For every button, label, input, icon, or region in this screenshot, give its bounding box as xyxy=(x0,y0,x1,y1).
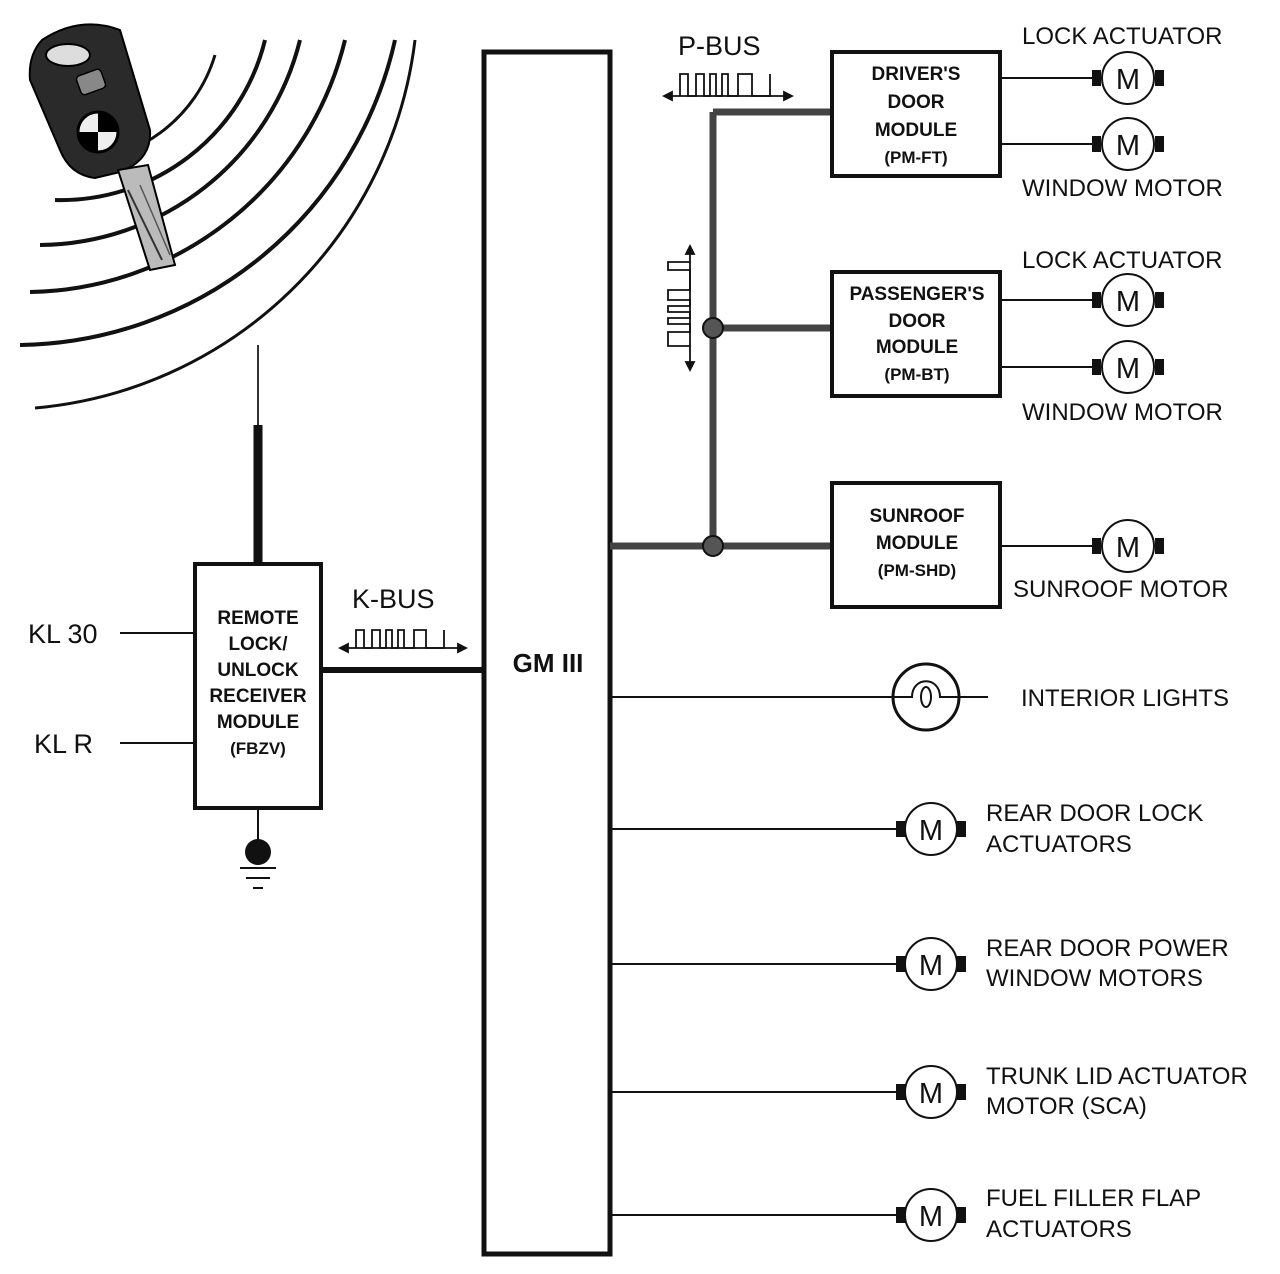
receiver-label-4: RECEIVER xyxy=(209,686,306,707)
trunk-lid-label-2: MOTOR (SCA) xyxy=(986,1093,1147,1120)
p-bus-vertical-signal-icon xyxy=(667,243,696,373)
motor-icon: M xyxy=(896,1065,966,1119)
svg-text:M: M xyxy=(1116,286,1140,318)
driver-door-module-box xyxy=(830,50,1002,178)
svg-text:M: M xyxy=(919,950,943,982)
sunroof-label-3: (PM-SHD) xyxy=(878,561,956,580)
rear-door-lock-label-2: ACTUATORS xyxy=(986,831,1132,858)
svg-text:M: M xyxy=(1116,353,1140,385)
svg-text:M: M xyxy=(1116,532,1140,564)
passenger-window-label: WINDOW MOTOR xyxy=(1022,399,1223,426)
motor-icon: M xyxy=(1092,51,1164,105)
p-bus-junction xyxy=(702,317,724,339)
svg-text:M: M xyxy=(919,1078,943,1110)
sunroof-label-1: SUNROOF xyxy=(870,506,965,527)
svg-text:M: M xyxy=(919,1201,943,1233)
sunroof-motor-label: SUNROOF MOTOR xyxy=(1013,576,1229,603)
gm-label: GM III xyxy=(513,648,584,678)
rear-door-window-label-2: WINDOW MOTORS xyxy=(986,965,1203,992)
receiver-label-2: LOCK/ xyxy=(228,634,288,655)
sunroof-label-2: MODULE xyxy=(876,533,958,554)
driver-label-1: DRIVER'S xyxy=(872,64,961,85)
passenger-lock-label: LOCK ACTUATOR xyxy=(1022,247,1222,274)
fuel-flap-label-1: FUEL FILLER FLAP xyxy=(986,1185,1201,1212)
svg-text:M: M xyxy=(1116,130,1140,162)
rear-door-lock-label-1: REAR DOOR LOCK xyxy=(986,800,1203,827)
driver-lock-label: LOCK ACTUATOR xyxy=(1022,23,1222,50)
p-bus-signal-icon xyxy=(661,73,795,102)
k-bus-signal-icon xyxy=(337,629,469,654)
receiver-label-6: (FBZV) xyxy=(230,739,286,758)
passenger-label-1: PASSENGER'S xyxy=(849,284,984,305)
passenger-door-module-box xyxy=(830,270,1002,398)
passenger-label-3: MODULE xyxy=(876,337,958,358)
driver-window-label: WINDOW MOTOR xyxy=(1022,175,1223,202)
p-bus-label: P-BUS xyxy=(678,31,761,61)
rear-door-window-label-1: REAR DOOR POWER xyxy=(986,935,1229,962)
motor-icon: M xyxy=(896,1188,966,1242)
svg-text:M: M xyxy=(1116,64,1140,96)
passenger-label-4: (PM-BT) xyxy=(884,365,949,384)
driver-label-3: MODULE xyxy=(875,120,957,141)
key-fob-icon xyxy=(28,23,177,272)
trunk-lid-label-1: TRUNK LID ACTUATOR xyxy=(986,1063,1248,1090)
motor-icon: M xyxy=(896,937,966,991)
interior-lights-label: INTERIOR LIGHTS xyxy=(1021,685,1229,712)
receiver-label-3: UNLOCK xyxy=(217,660,299,681)
p-bus-junction xyxy=(702,535,724,557)
motor-icon: M xyxy=(1092,340,1164,394)
svg-text:M: M xyxy=(919,815,943,847)
ground-icon xyxy=(240,808,276,889)
lamp-icon xyxy=(891,662,961,732)
driver-label-4: (PM-FT) xyxy=(884,148,947,167)
motor-icon: M xyxy=(896,802,966,856)
receiver-label-1: REMOTE xyxy=(217,608,298,629)
k-bus-label: K-BUS xyxy=(352,584,435,614)
gm-module-box xyxy=(481,49,613,1257)
kl30-label: KL 30 xyxy=(28,619,98,649)
motor-icon: M xyxy=(1092,273,1164,327)
receiver-label-5: MODULE xyxy=(217,712,299,733)
klr-label: KL R xyxy=(34,729,93,759)
motor-icon: M xyxy=(1092,117,1164,171)
passenger-label-2: DOOR xyxy=(889,311,946,332)
fuel-flap-label-2: ACTUATORS xyxy=(986,1216,1132,1243)
motor-icon: M xyxy=(1092,519,1164,573)
driver-label-2: DOOR xyxy=(888,92,945,113)
